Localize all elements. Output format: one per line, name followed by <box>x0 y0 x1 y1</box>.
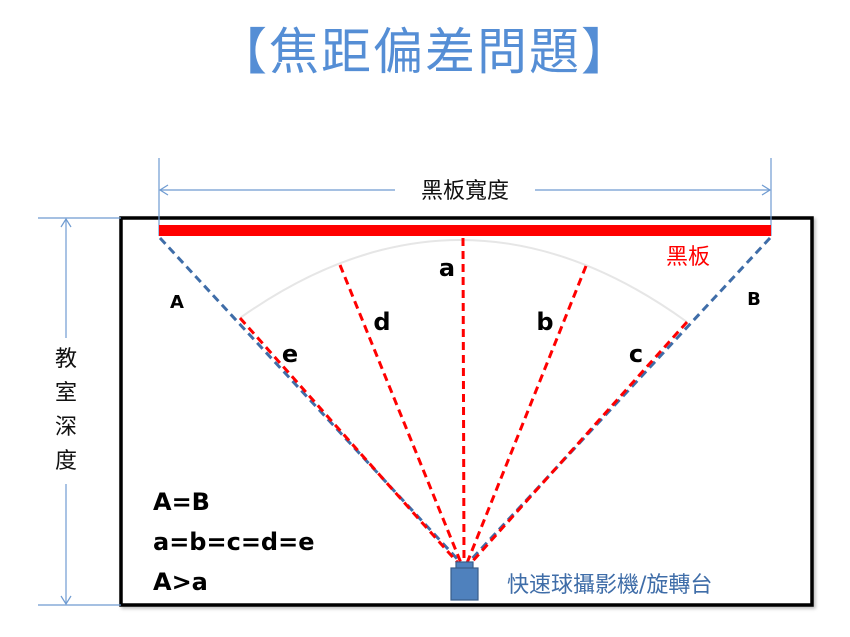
ray-e <box>238 317 460 564</box>
board-width-dimension <box>158 158 772 236</box>
ray-label-A: A <box>170 292 184 313</box>
ray-d <box>338 264 463 564</box>
classroom-depth-label: 教 室 深 度 <box>55 347 77 474</box>
ray-label-d: d <box>373 308 390 336</box>
ray-label-c: c <box>629 340 643 368</box>
ray-label-b: b <box>536 308 553 336</box>
svg-text:度: 度 <box>55 449 77 474</box>
equations-block: A=B a=b=c=d=e A>a <box>153 488 315 596</box>
ray-b <box>465 265 588 564</box>
ray-c <box>469 320 689 565</box>
page-title: 【焦距偏差問題】 <box>217 23 633 81</box>
ray-A <box>158 236 463 565</box>
ray-a <box>461 237 466 564</box>
board-width-label: 黑板寬度 <box>421 179 509 204</box>
classroom-depth-dimension <box>38 217 121 606</box>
svg-text:深: 深 <box>55 415 77 440</box>
blackboard-bar <box>159 225 771 236</box>
equation-2: a=b=c=d=e <box>153 528 315 556</box>
ray-label-B: B <box>747 289 761 310</box>
camera-icon <box>450 561 479 601</box>
svg-text:室: 室 <box>55 381 77 406</box>
svg-text:教: 教 <box>55 347 77 372</box>
classroom-outline <box>119 216 814 607</box>
equation-3: A>a <box>153 568 208 596</box>
ray-label-a: a <box>439 254 455 282</box>
blackboard-label: 黑板 <box>666 245 710 270</box>
camera-label: 快速球攝影機/旋轉台 <box>507 573 712 598</box>
ray-label-e: e <box>282 340 298 368</box>
equation-1: A=B <box>153 488 210 516</box>
